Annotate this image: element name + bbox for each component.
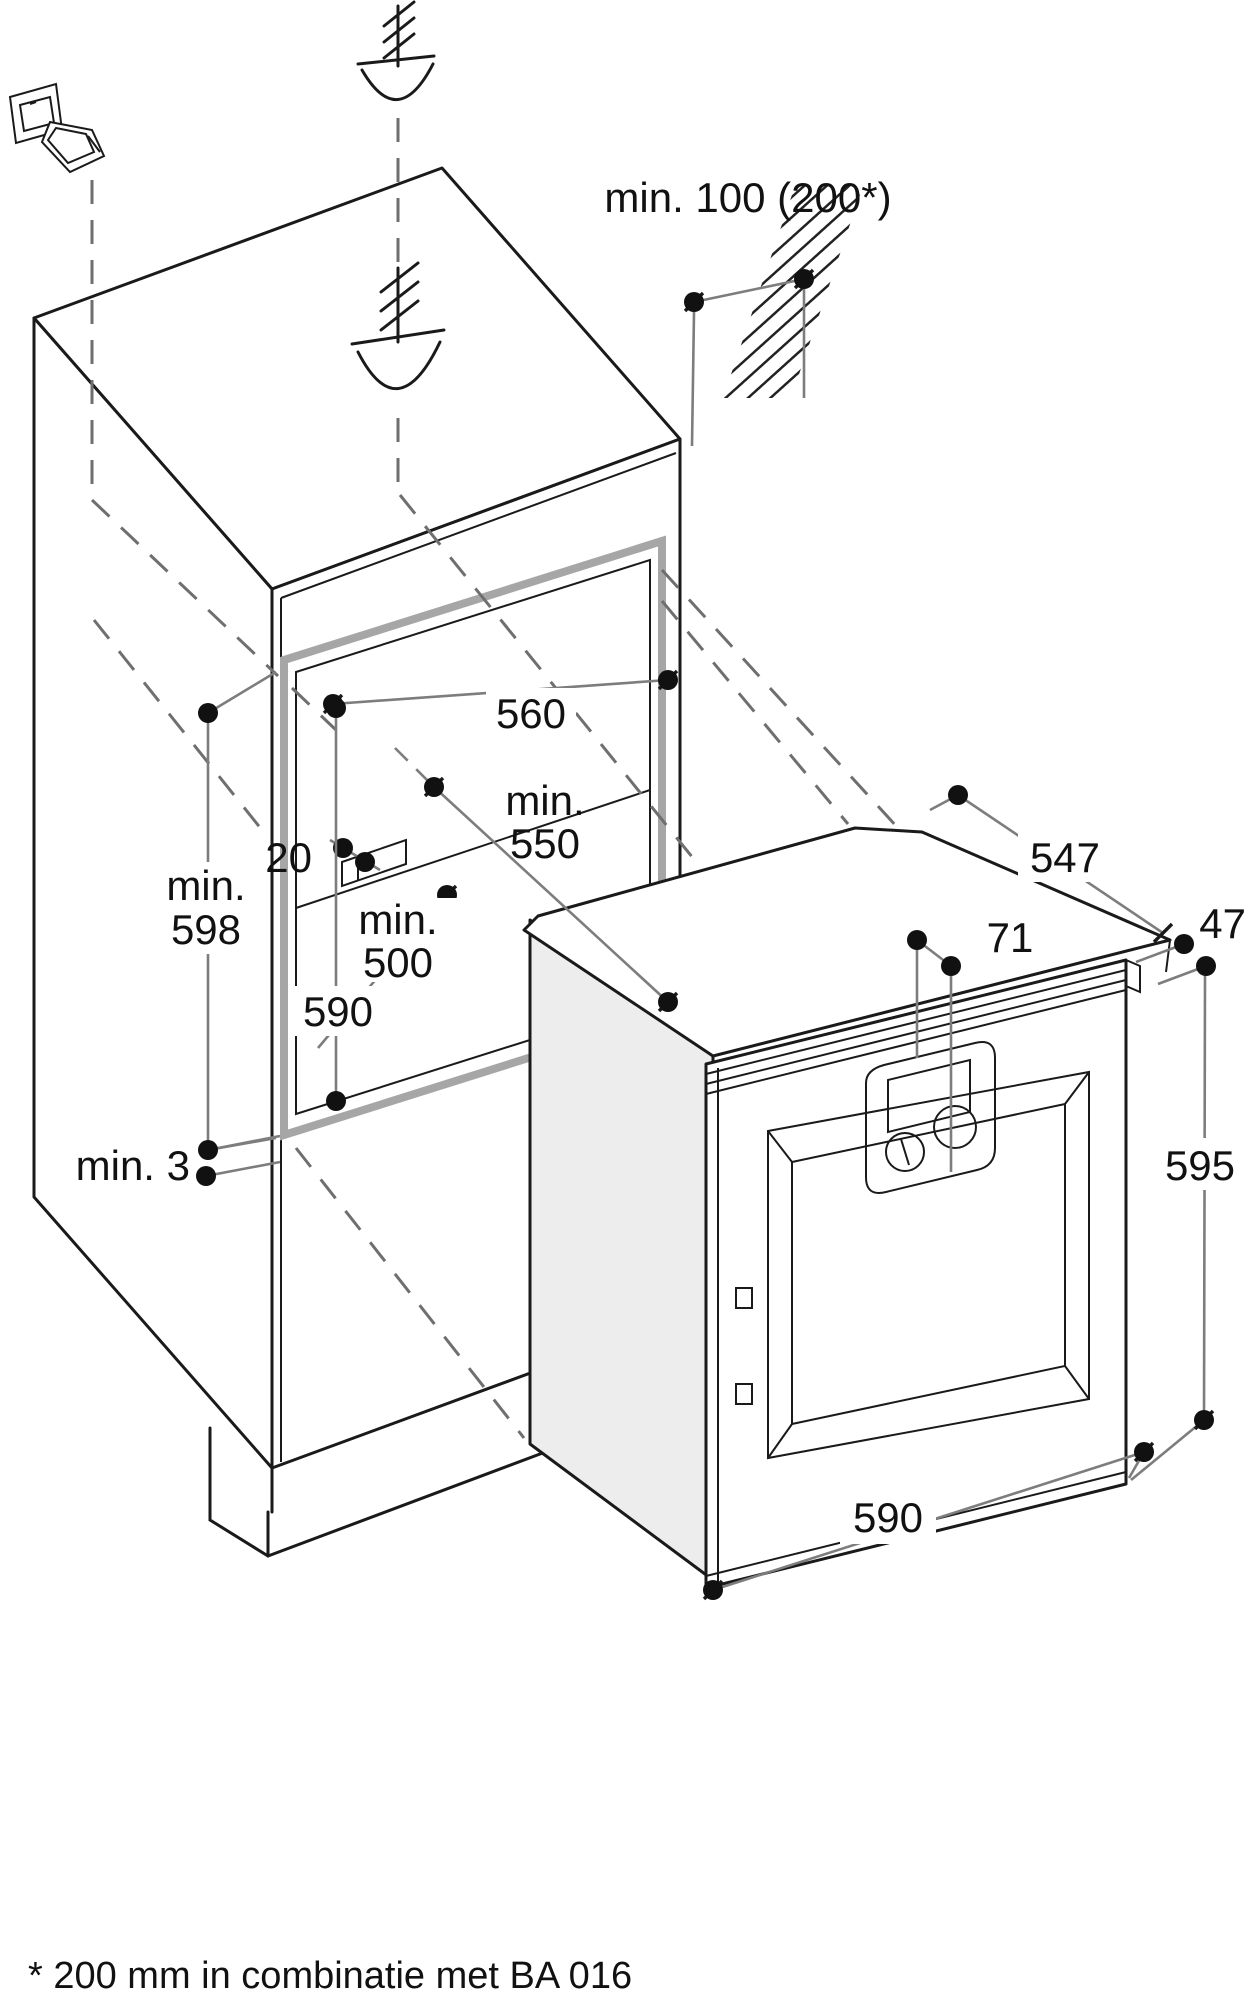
dim-oven-front-height-label: 595 — [1165, 1142, 1235, 1189]
dim-outer-height-label2: 598 — [171, 906, 241, 953]
dim-clearance-top-label: min. 100 (200*) — [604, 174, 891, 221]
dim-oven-width: 590 — [702, 1441, 1155, 1601]
dim-niche-width: 560 — [322, 669, 679, 737]
earth-symbol-top — [356, 0, 436, 101]
control-knob-right — [933, 1105, 977, 1149]
dim-oven-depth-label: 547 — [1030, 834, 1100, 881]
dim-step: 20 — [265, 834, 381, 881]
oven-door-window — [767, 1070, 1090, 1460]
oven-door — [704, 958, 1141, 1590]
projection-lines — [90, 118, 900, 1439]
dim-front-protrusion-label: 47 — [1199, 900, 1246, 947]
control-knob-left — [885, 1132, 925, 1172]
dim-oven-width-label: 590 — [853, 1494, 923, 1541]
dim-clearance-top: min. 100 (200*) — [604, 174, 892, 447]
dim-floor-depth-label1: min. — [358, 896, 437, 943]
dim-bottom-gap-label: min. 3 — [76, 1142, 190, 1189]
dim-step-label: 20 — [265, 834, 312, 881]
hatched-wall — [723, 186, 863, 398]
dim-niche-height: 590 — [292, 698, 384, 1111]
dim-niche-depth-label1: min. — [505, 777, 584, 824]
hinge-top — [735, 1287, 753, 1309]
dim-panel-height: 71 — [907, 914, 1033, 1172]
earth-symbol-cabinet — [350, 261, 446, 391]
oven-control-panel — [865, 1041, 996, 1194]
dim-niche-width-label: 560 — [496, 690, 566, 737]
dim-floor-depth-label2: 500 — [363, 939, 433, 986]
dim-front-protrusion: 47 — [1135, 900, 1246, 986]
dim-panel-height-label: 71 — [987, 914, 1034, 961]
power-plug-icon — [8, 82, 106, 174]
dim-niche-height-label: 590 — [303, 988, 373, 1035]
hinge-bottom — [735, 1383, 753, 1405]
oven — [522, 826, 1172, 1590]
dim-niche-depth: min. 550 — [394, 747, 679, 1013]
footnote: * 200 mm in combinatie met BA 016 — [28, 1955, 632, 1997]
dim-bottom-gap: min. 3 — [76, 1134, 281, 1189]
dim-oven-front-height: 595 — [1130, 975, 1248, 1482]
dim-niche-depth-label2: 550 — [510, 820, 580, 867]
dim-oven-depth: 547 — [929, 785, 1174, 944]
cabinet-plinth — [208, 1426, 558, 1558]
dim-outer-height-label1: min. — [166, 862, 245, 909]
